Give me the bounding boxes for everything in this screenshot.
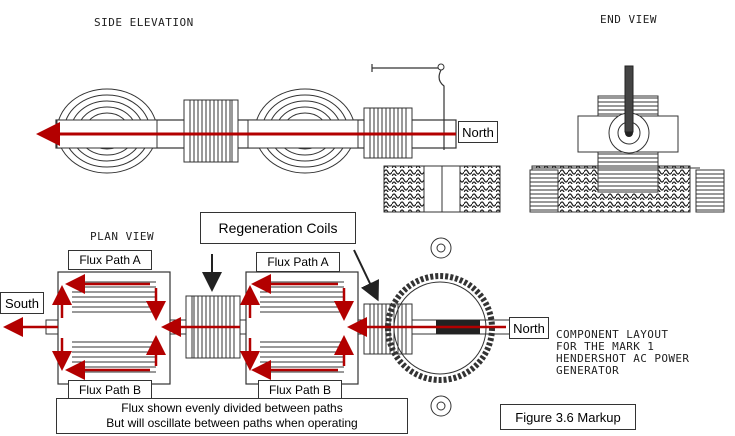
end-view-label: END VIEW	[600, 13, 657, 26]
left-disc	[56, 88, 158, 174]
plan-flux-arrows	[3, 274, 506, 380]
flux-note-line1: Flux shown evenly divided between paths	[121, 401, 343, 415]
flux-path-b-left: Flux Path B	[68, 380, 152, 400]
south-label: South	[0, 292, 44, 314]
right-disc	[247, 88, 359, 174]
component-line3: HENDERSHOT AC POWER	[556, 352, 690, 365]
side-switch	[371, 63, 445, 150]
north-label-top: North	[458, 121, 498, 143]
component-line4: GENERATOR	[556, 364, 620, 377]
flux-path-a-right: Flux Path A	[256, 252, 340, 272]
figure-caption: Figure 3.6 Markup	[500, 404, 636, 430]
plan-view-label: PLAN VIEW	[90, 230, 155, 243]
flux-path-a-left: Flux Path A	[68, 250, 152, 270]
flux-path-b-right: Flux Path B	[258, 380, 342, 400]
end-view-drawing	[529, 65, 725, 213]
component-line2: FOR THE MARK 1	[556, 340, 655, 353]
flux-note-line2: But will oscillate between paths when op…	[106, 416, 358, 430]
side-elevation-drawing	[36, 63, 501, 213]
north-label-plan: North	[509, 317, 549, 339]
side-coil-left	[183, 99, 239, 163]
component-layout-note: COMPONENT LAYOUT FOR THE MARK 1 HENDERSH…	[556, 329, 689, 377]
regeneration-coils-callout: Regeneration Coils	[200, 212, 356, 244]
flux-note-box: Flux shown evenly divided between paths …	[56, 398, 408, 434]
component-line1: COMPONENT LAYOUT	[556, 328, 669, 341]
regen-arrow-right	[353, 249, 379, 302]
side-elevation-label: SIDE ELEVATION	[94, 16, 194, 29]
